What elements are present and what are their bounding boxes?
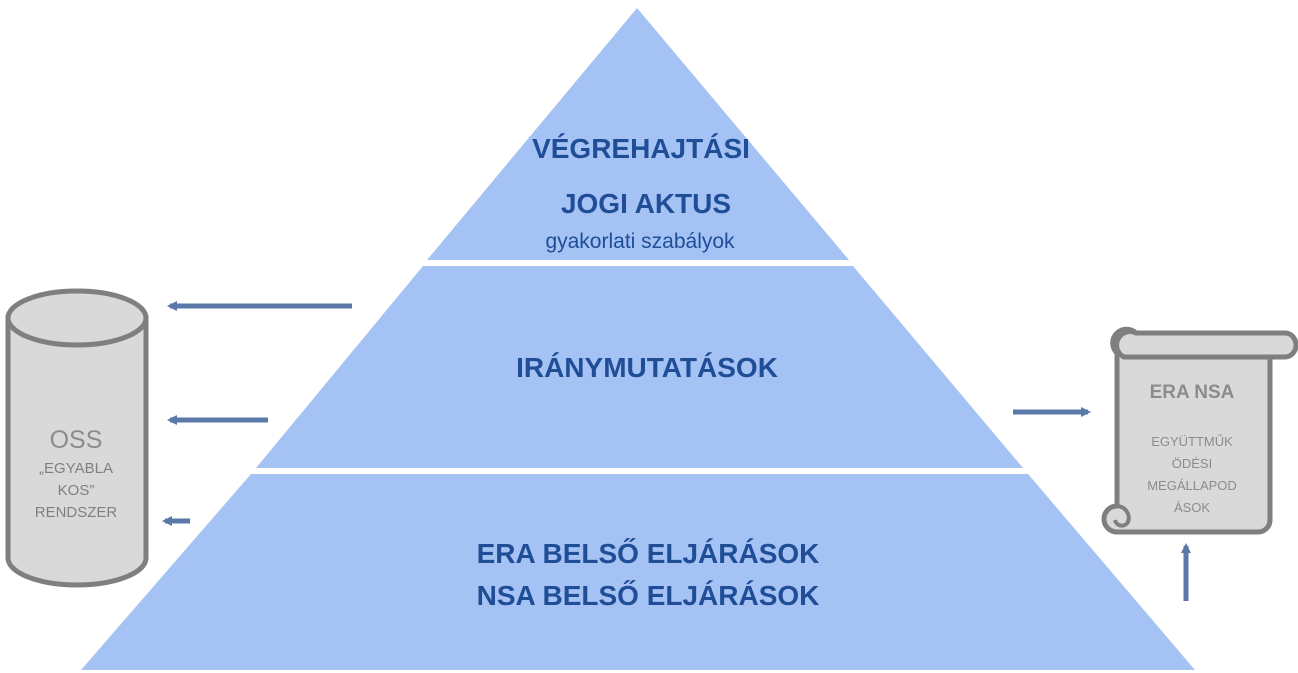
pyramid-tier-middle [256, 266, 1023, 468]
oss-title: OSS [50, 426, 103, 454]
bottom-tier-title-line1: ERA BELSŐ ELJÁRÁSOK [477, 538, 820, 569]
oss-database-icon [5, 288, 149, 588]
era-nsa-line-3: MEGÁLLAPOD [1147, 478, 1237, 493]
middle-tier-title: IRÁNYMUTATÁSOK [516, 352, 778, 383]
bottom-tier-title-line2: NSA BELSŐ ELJÁRÁSOK [477, 580, 820, 611]
pyramid-tier-top [427, 8, 849, 260]
oss-line-3: RENDSZER [35, 504, 118, 521]
oss-line-1: „EGYABLA [39, 460, 113, 477]
top-tier-title-line2: JOGI AKTUS [561, 188, 731, 219]
era-nsa-line-2: ÖDÉSI [1172, 456, 1212, 471]
pyramid-tier-bottom [81, 474, 1195, 670]
top-tier-title-line1: VÉGREHAJTÁSI [532, 133, 750, 164]
era-nsa-line-4: ÁSOK [1174, 500, 1210, 515]
scroll-document-icon [1101, 326, 1298, 535]
era-nsa-line-1: EGYÜTTMŰK [1151, 434, 1233, 449]
top-tier-subtitle: gyakorlati szabályok [545, 230, 735, 253]
era-nsa-title: ERA NSA [1150, 382, 1235, 403]
oss-line-2: KOS” [58, 482, 95, 499]
